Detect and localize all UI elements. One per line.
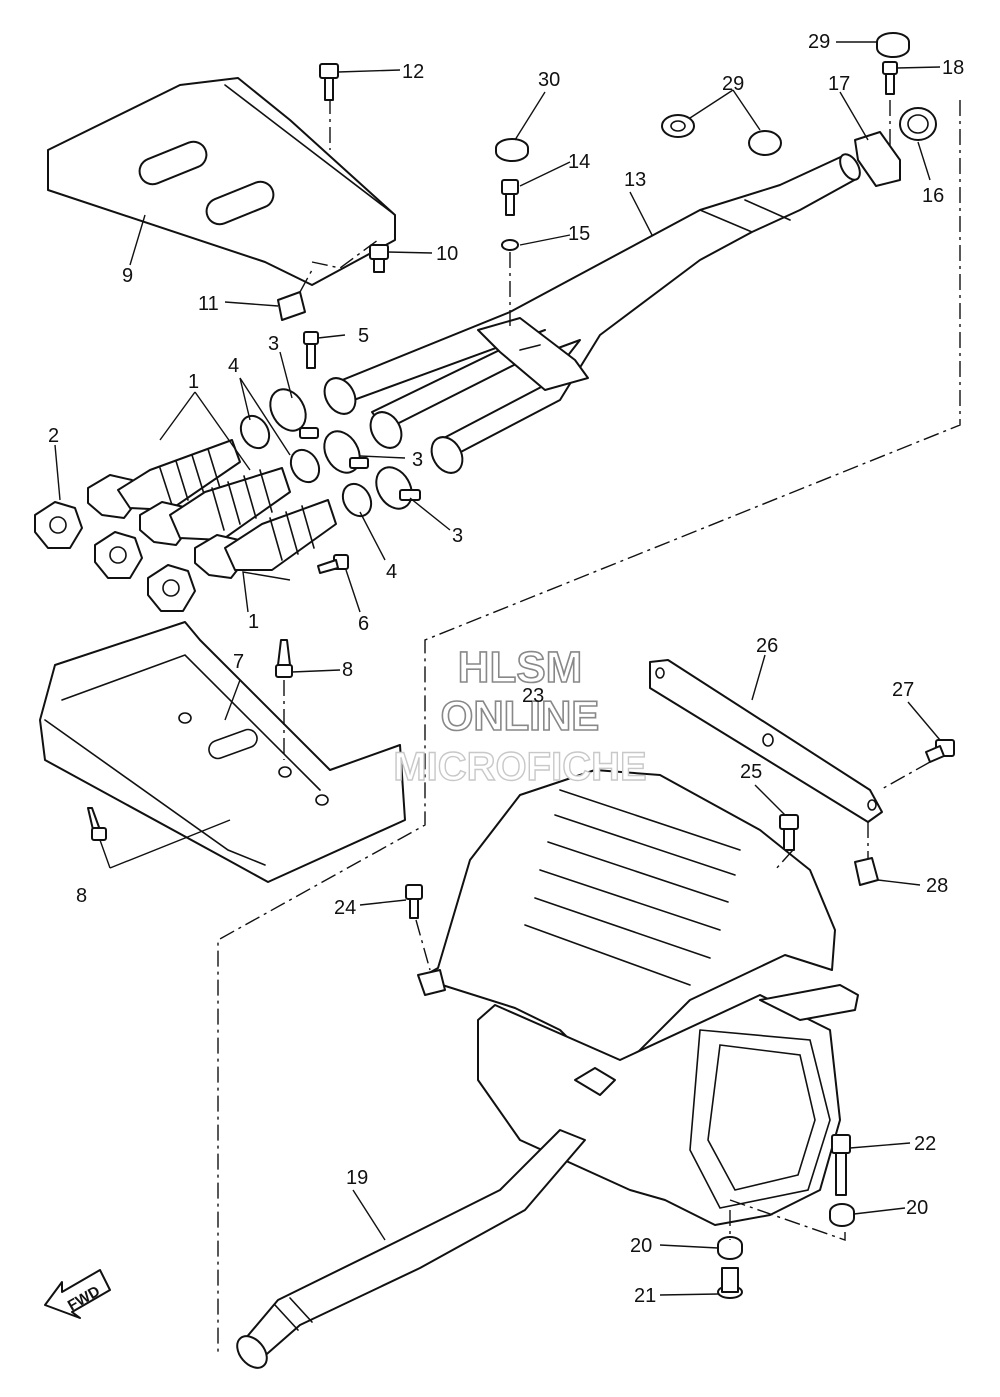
- rivet-8-top: [275, 639, 293, 760]
- callout-21: 21: [634, 1285, 656, 1307]
- bracket-26: [649, 659, 883, 823]
- callout-23: 23: [522, 685, 544, 707]
- tail-pipe-19: [236, 1129, 586, 1369]
- bolt-14: [501, 179, 519, 216]
- callout-20-left: 20: [630, 1235, 652, 1257]
- callout-27: 27: [892, 679, 914, 701]
- bolt-25: [779, 814, 799, 851]
- callout-28: 28: [926, 875, 948, 897]
- leader-lines: [54, 41, 941, 1296]
- gasket-16: [899, 107, 937, 141]
- heat-protector-upper: [47, 77, 396, 286]
- watermark-line-2: ONLINE: [441, 692, 600, 739]
- callout-16: 16: [922, 185, 944, 207]
- callout-29-top: 29: [808, 31, 830, 53]
- bolt-6: [317, 554, 349, 574]
- cap-30: [495, 138, 529, 162]
- callout-26: 26: [756, 635, 778, 657]
- washer-20-left: [717, 1236, 743, 1260]
- callout-7: 7: [233, 651, 244, 673]
- muffler: [477, 984, 859, 1226]
- washer-15: [501, 239, 519, 330]
- rings-4: [239, 414, 373, 518]
- callout-20-right: 20: [906, 1197, 928, 1219]
- grommet-29-left: [661, 114, 695, 138]
- clamps-3: [269, 388, 421, 510]
- callout-9: 9: [122, 265, 133, 287]
- callout-17: 17: [828, 73, 850, 95]
- bracket-small: [277, 269, 313, 321]
- callout-6: 6: [358, 613, 369, 635]
- callout-13: 13: [624, 169, 646, 191]
- callout-5: 5: [358, 325, 369, 347]
- callout-24: 24: [334, 897, 356, 919]
- callout-19: 19: [346, 1167, 368, 1189]
- callout-18: 18: [942, 57, 964, 79]
- callout-8-left: 8: [76, 885, 87, 907]
- grommet-29-right: [748, 130, 782, 156]
- muffler-cover: [415, 769, 836, 1081]
- joint-pipes-1: [87, 439, 337, 579]
- group-boundary-lines: [217, 100, 961, 1355]
- callout-30: 30: [538, 69, 560, 91]
- nut-28: [854, 857, 879, 886]
- watermark-line-3: MICROFICHE: [393, 745, 646, 789]
- fwd-marker: FWD: [44, 1269, 111, 1319]
- heat-protector-lower: [39, 621, 406, 883]
- bolt-21: [717, 1267, 743, 1299]
- callout-22: 22: [914, 1133, 936, 1155]
- callout-29-mid: 29: [722, 73, 744, 95]
- callout-14: 14: [568, 151, 590, 173]
- rivet-8-left: [87, 807, 107, 841]
- gaskets-2: [34, 501, 196, 612]
- fwd-arrow-icon: [44, 1269, 111, 1319]
- callout-11: 11: [198, 293, 219, 315]
- watermark-line-1: HLSM: [458, 643, 583, 692]
- bolt-18: [882, 61, 898, 95]
- callout-15: 15: [568, 223, 590, 245]
- callout-4-bottom: 4: [386, 561, 397, 583]
- callout-1-upper: 1: [188, 371, 199, 393]
- bolt-12: [319, 63, 339, 101]
- callout-8-right: 8: [342, 659, 353, 681]
- callout-4-top: 4: [228, 355, 239, 377]
- callout-10: 10: [436, 243, 458, 265]
- callout-numbers: 1 1 2 3 3 3 4 4 5 6 7 8 8 9 10 11 12 13 …: [48, 31, 964, 1307]
- callout-25: 25: [740, 761, 762, 783]
- callout-3-top: 3: [268, 333, 279, 355]
- washer-20-right: [829, 1203, 855, 1227]
- exhaust-pipe-assembly: [323, 153, 861, 474]
- callout-1-lower: 1: [248, 611, 259, 633]
- bolt-10: [369, 244, 389, 273]
- callout-2: 2: [48, 425, 59, 447]
- callout-12: 12: [402, 61, 424, 83]
- watermark: HLSM ONLINE MICROFICHE: [393, 642, 648, 790]
- callout-3-bottom: 3: [452, 525, 463, 547]
- bolt-22: [831, 1134, 851, 1196]
- bolt-24: [405, 884, 423, 919]
- clamp-17: [854, 100, 901, 187]
- grommet-29-top: [876, 32, 910, 58]
- bolt-5: [303, 331, 319, 369]
- callout-3-mid: 3: [412, 449, 423, 471]
- bolt-27: [925, 739, 955, 763]
